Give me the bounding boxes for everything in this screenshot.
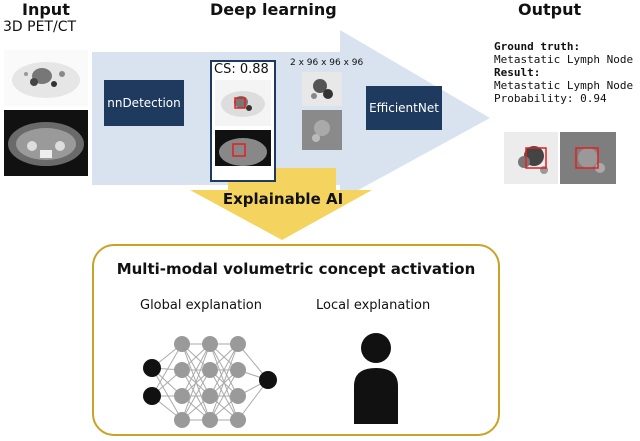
confidence-score: CS: 0.88 [214,62,269,77]
nn-node [143,387,161,405]
result-label: Result: [494,66,541,79]
nn-edge [209,343,239,397]
nn-edge [209,369,239,421]
xai-label: Explainable AI [222,190,344,208]
result-panel: Ground truth: Metastatic Lymph Node Resu… [494,40,633,105]
nn-node [202,388,218,404]
output-pet [504,132,558,184]
probability: Probability: 0.94 [494,92,607,105]
deep-learning-header: Deep learning [210,0,337,19]
nn-node [230,412,246,428]
crop-dims: 2 x 96 x 96 x 96 [290,58,364,68]
result-value: Metastatic Lymph Node [494,79,634,92]
xai-title: Multi-modal volumetric concept activatio… [116,260,476,278]
nn-node [259,371,277,389]
nn-node [230,336,246,352]
nn-node [202,362,218,378]
detection-frame: CS: 0.88 [210,60,276,182]
output-header: Output [518,0,582,19]
nn-node [202,412,218,428]
person-icon [354,333,398,424]
neural-network-icon [143,336,277,428]
ct-image [4,110,88,176]
nn-node [230,362,246,378]
global-explanation-label: Global explanation [140,298,263,313]
nn-node [174,412,190,428]
nn-node [143,359,161,377]
gt-value: Metastatic Lymph Node [494,53,634,66]
nn-node [174,362,190,378]
nn-node [230,388,246,404]
nn-edge [209,343,239,421]
detection-ct-thumb [215,130,271,176]
input-subheader: 3D PET/CT [3,19,77,35]
nn-node [174,336,190,352]
gt-label: Ground truth: [494,40,581,53]
efficientnet-box: EfficientNet [366,86,442,130]
xai-box: Multi-modal volumetric concept activatio… [92,244,500,436]
nndetection-box: nnDetection [104,80,184,126]
local-explanation-label: Local explanation [316,298,431,313]
nn-node [174,388,190,404]
nn-edge [181,343,211,421]
crop-pet [302,72,342,106]
crop-ct [302,110,342,150]
nn-edge [151,367,183,421]
input-header: Input [22,0,70,19]
nn-edge [151,343,183,397]
pet-image [4,50,88,106]
output-ct [560,132,616,184]
detection-pet-thumb [215,80,271,126]
nn-edge [181,369,211,421]
xai-arrow [190,168,372,240]
nn-edge [181,343,211,397]
nn-node [202,336,218,352]
